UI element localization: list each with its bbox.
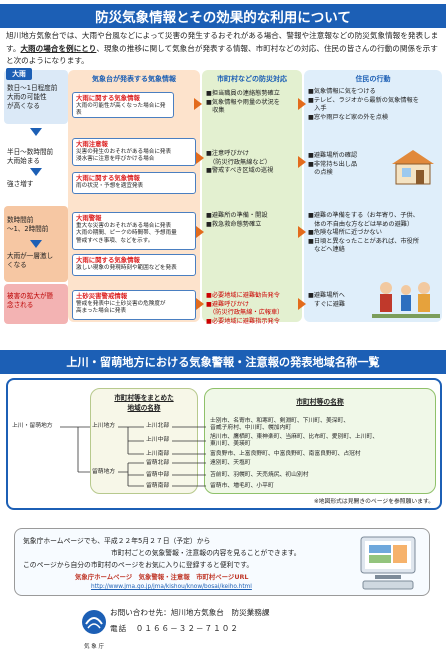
contact-org: お問い合わせ先：旭川地方気象台 防災業務課 <box>110 608 270 617</box>
area-sub-rumoi-south: 留萌南部 <box>146 483 170 489</box>
area-note: ※地図形式は見開きのページを参照願います。 <box>313 499 434 505</box>
stage-4: 数時間前 〜1、2時間前 <box>7 216 49 233</box>
area-sub-kamikawa-central: 上川中部 <box>146 437 170 443</box>
stage-2: 半日〜数時間前 大雨始まる <box>7 148 54 165</box>
intro-p1b: 、現象の推移に関して気象台が発表する情報、市町村などの対応、住民の皆さんの行動の… <box>6 43 438 66</box>
info-box-4: 大雨警報 重大な災害のおそれがある場合に発表 大雨の期間、ピークの時間帯、予想雨… <box>72 212 196 250</box>
flow-diagram: 大雨 気象台が発表する気象情報 市町村などの防災対応 住民の行動 数日〜1日程度… <box>4 66 442 325</box>
city-to-resident-arrow-2 <box>298 156 306 168</box>
info-desc-3: 雨の状況・予想を適宜発表 <box>76 182 144 189</box>
house-illustration <box>388 146 438 186</box>
resident-actions-2: ■避難場所の確認 ■非常持ち出し品 の点検 <box>308 152 358 177</box>
stage-1: 数日〜1日程度前 大雨の可能性 が高くなる <box>7 84 58 110</box>
area-group-rumoi: 留萌地方 <box>92 469 116 475</box>
info-title-3: 大雨に関する気象情報 <box>76 174 140 182</box>
info-to-city-arrow-1 <box>194 98 202 110</box>
info-to-city-arrow-2 <box>196 152 204 164</box>
city-to-resident-arrow-3 <box>298 226 306 238</box>
area-group-header: 市町村等をまとめた 地域の名称 <box>114 394 174 412</box>
info-box-1: 大雨に関する気象情報 大雨の可能性が高くなった場合に発表 <box>72 92 174 118</box>
info-title-4: 大雨警報 <box>76 214 102 222</box>
city-actions-2: ■注意呼びかけ （防災行政無線など） ■警戒すべき区域の巡視 <box>206 150 274 175</box>
info-to-city-arrow-3 <box>196 226 204 238</box>
city-to-resident-arrow-1 <box>298 98 306 110</box>
area-table: 市町村等をまとめた 地域の名称 市町村等の名称 上川・留萌地方 上川地方 留萌地… <box>6 378 442 510</box>
info-box-5: 大雨に関する気象情報 激しい現象の発現時刻や範囲などを発表 <box>72 254 196 276</box>
info-column-header: 気象台が発表する気象情報 <box>92 75 176 83</box>
info-title-5: 大雨に関する気象情報 <box>76 256 140 264</box>
area-group-kamikawa: 上川地方 <box>92 423 116 429</box>
web-line-2: 市町村ごとの気象警報・注意報の内容を見ることができます。 <box>111 549 301 557</box>
area-muns-kamikawa-central: 旭川市、鷹栖町、東神楽町、当麻町、比布町、愛別町、上川町、 東川町、美瑛町 <box>210 434 379 448</box>
city-to-resident-arrow-4 <box>298 298 306 310</box>
area-muns-kamikawa-south: 富良野市、上富良野町、中富良野町、南富良野町、占冠村 <box>210 451 361 457</box>
intro-p1: 旭川地方気象台では、大雨や台風などによって災害の発生するおそれがある場合、警報や… <box>6 31 439 53</box>
area-muns-rumoi-central: 苫前町、羽幌町、天売焼尻、初山別村 <box>210 472 309 478</box>
resident-actions-1: ■気象情報に気をつける ■テレビ、ラジオから最新の気象情報を 入手 ■窓や雨戸な… <box>308 88 419 121</box>
area-sub-kamikawa-south: 上川南部 <box>146 451 170 457</box>
city-actions-1: ■担当職員の連絡態勢確立 ■気象情報や雨量の状況を 収集 <box>206 90 280 115</box>
resident-actions-4: ■避難場所へ すぐに避難 <box>308 292 346 308</box>
resident-actions-3: ■避難の準備をする（お年寄り、子供、 体の不自由な方などは早めの避難） ■危険な… <box>308 212 420 254</box>
area-root: 上川・留萌地方 <box>12 423 53 429</box>
jma-logo-text: 気 象 庁 <box>84 644 104 650</box>
info-title-2: 大雨注意報 <box>76 140 108 148</box>
info-desc-5: 激しい現象の発現時刻や範囲などを発表 <box>76 264 177 271</box>
page-title: 防災気象情報とその効果的な利用について <box>0 4 446 28</box>
stage-arrow-1 <box>30 128 42 136</box>
area-muns-rumoi-south: 留萌市、増毛町、小平町 <box>210 483 274 489</box>
info-to-city-arrow-4 <box>196 298 204 310</box>
city-column-header: 市町村などの防災対応 <box>217 75 287 83</box>
web-line-4: 気象庁ホームページ 気象警報・注意報 市町村ページURL <box>75 573 249 581</box>
stage-arrow-2 <box>30 168 42 176</box>
info-box-2: 大雨注意報 災害の発生のおそれがある場合に発表 浸水害に注意を呼びかける場合 <box>72 138 196 166</box>
info-box-3: 大雨に関する気象情報 雨の状況・予想を適宜発表 <box>72 172 196 194</box>
contact-phone: 電話 ０１６６－３２－７１０２ <box>110 624 239 633</box>
area-sub-kamikawa-north: 上川北部 <box>146 423 170 429</box>
area-sub-rumoi-central: 留萌中部 <box>146 472 170 478</box>
area-muns-kamikawa-north: 士別市、名寄市、和寒町、剣淵町、下川町、美深町、 音威子府村、中川町、幌加内町 <box>210 418 350 432</box>
evacuation-illustration <box>372 278 440 320</box>
area-mun-header: 市町村等の名称 <box>296 398 344 406</box>
computer-illustration <box>355 535 425 591</box>
oame-flag: 大雨 <box>6 68 32 80</box>
stage-6: 被害の拡大が懸 念される <box>7 292 54 309</box>
resident-column-bg <box>304 70 442 322</box>
resident-column-header: 住民の行動 <box>355 75 391 83</box>
web-info-card: 気象庁ホームページでも、平成２２年5月２７日（予定）から 市町村ごとの気象警報・… <box>14 528 430 596</box>
intro-text: 旭川地方気象台では、大雨や台風などによって災害の発生するおそれがある場合、警報や… <box>6 30 442 68</box>
stage-3: 強さ増す <box>7 180 34 188</box>
info-title-6: 土砂災害警戒情報 <box>76 292 128 300</box>
info-title-1: 大雨に関する気象情報 <box>76 94 140 102</box>
contact-info: お問い合わせ先：旭川地方気象台 防災業務課 電話 ０１６６－３２－７１０２ <box>110 607 269 635</box>
area-muns-rumoi-north: 遠別町、天塩町 <box>210 460 251 466</box>
city-actions-4: ■必要地域に避難勧告発令 ■避難呼びかけ （防災行政無線・広報車） ■必要地域に… <box>206 292 284 325</box>
city-actions-3: ■避難所の準備・開設 ■救急救命態勢確立 <box>206 212 268 228</box>
info-desc-6: 警戒を発表中に土砂災害の危険度が 高まった場合に発表 <box>76 300 166 315</box>
area-mun-bg <box>204 388 436 494</box>
web-line-3: このページから自分の市町村のページをお気に入りに登録すると便利です。 <box>23 561 254 569</box>
web-url-link[interactable]: http://www.jma.go.jp/jma/kishou/know/bos… <box>91 584 252 590</box>
area-tree-lines <box>60 426 206 487</box>
info-desc-2: 災害の発生のおそれがある場合に発表 浸水害に注意を呼びかける場合 <box>76 148 172 163</box>
section-title-areas: 上川・留萌地方における気象警報・注意報の発表地域名称一覧 <box>0 350 446 374</box>
stage-band-4 <box>4 284 68 324</box>
jma-logo: 気 象 庁 <box>80 608 108 650</box>
info-desc-1: 大雨の可能性が高くなった場合に発表 <box>76 102 166 117</box>
intro-underline: 大雨の場合を例にとり <box>20 43 97 53</box>
stage-5: 大雨が一層激し くなる <box>7 252 54 269</box>
web-line-1: 気象庁ホームページでも、平成２２年5月２７日（予定）から <box>23 537 211 545</box>
stage-arrow-3 <box>30 240 42 248</box>
info-desc-4: 重大な災害のおそれがある場合に発表 大雨の期間、ピークの時間帯、予想雨量 警戒す… <box>76 222 177 244</box>
info-box-6: 土砂災害警戒情報 警戒を発表中に土砂災害の危険度が 高まった場合に発表 <box>72 290 196 320</box>
city-column-bg <box>202 70 302 322</box>
area-sub-rumoi-north: 留萌北部 <box>146 460 170 466</box>
